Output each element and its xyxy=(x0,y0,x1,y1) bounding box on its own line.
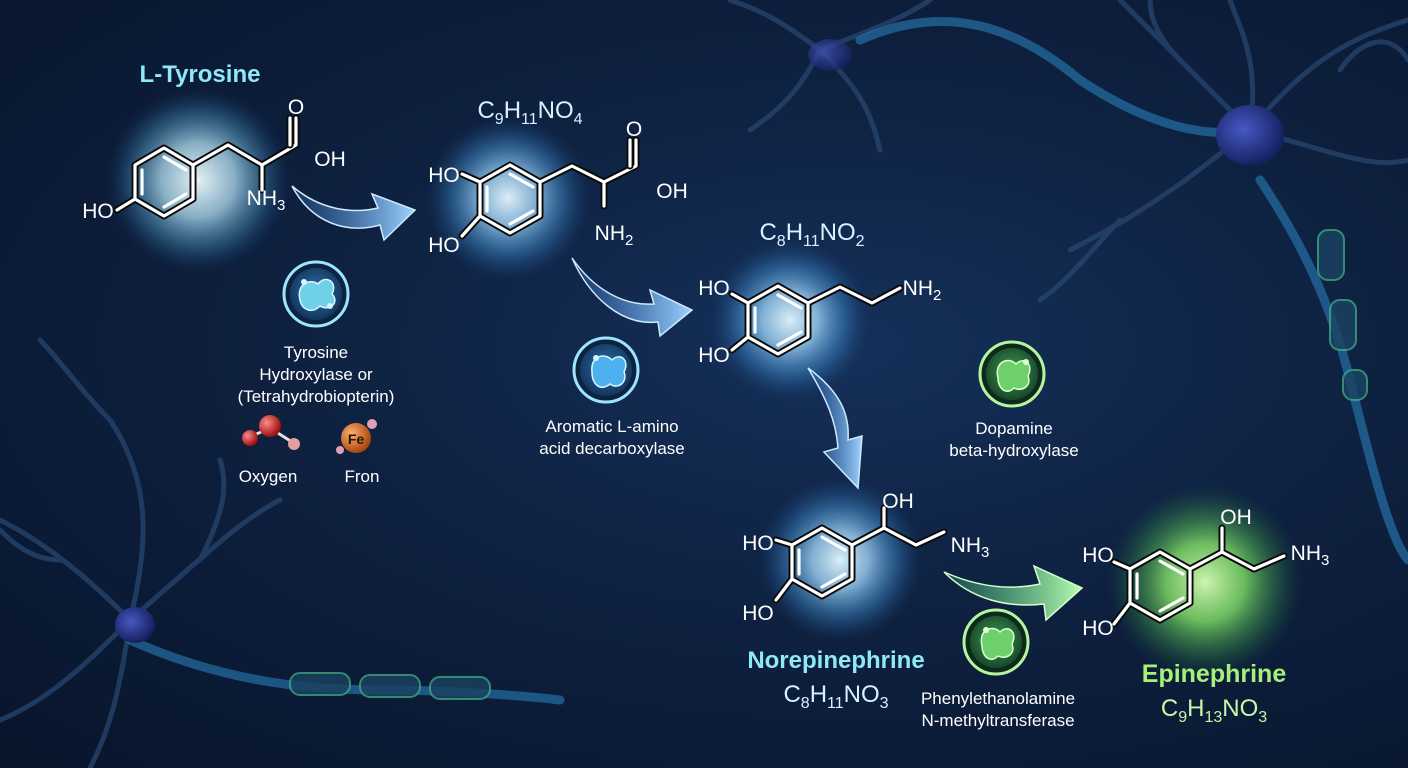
structure: OH HO HO NH3 xyxy=(742,490,989,625)
enzyme-label-line: acid decarboxylase xyxy=(539,439,685,458)
enzyme-protein-icon xyxy=(572,336,640,404)
cofactor-oxygen: Oxygen xyxy=(239,415,300,486)
atom-nh2: NH2 xyxy=(595,222,634,249)
atom-ho: HO xyxy=(1082,544,1114,567)
molecule-norepinephrine: OH HO HO NH3 Norepinephrine C8H11NO3 xyxy=(742,490,989,712)
epinephrine-glow xyxy=(1107,484,1303,680)
cofactor-iron: Fe Fron xyxy=(336,419,379,486)
enzyme-label-line: N-methyltransferase xyxy=(921,711,1074,730)
molecule-formula: C8H11NO3 xyxy=(783,681,888,712)
enzyme-tyrosine-hydroxylase: Tyrosine Hydroxylase or (Tetrahydrobiopt… xyxy=(238,260,395,406)
arrow-tyrosine-to-ldopa xyxy=(291,185,417,242)
enzyme-label-line: (Tetrahydrobiopterin) xyxy=(238,387,395,406)
atom-ho: HO xyxy=(428,234,460,257)
atom-ho: HO xyxy=(428,164,460,187)
enzyme-label-line: Tyrosine xyxy=(284,343,348,362)
atom-oh: OH xyxy=(656,180,688,203)
arrow-norepinephrine-to-epinephrine xyxy=(943,564,1084,622)
atom-nh3: NH3 xyxy=(1291,542,1330,569)
atom-ho: HO xyxy=(742,532,774,555)
arrow-dopamine-to-norepinephrine xyxy=(807,367,863,490)
molecule-title: Norepinephrine xyxy=(747,647,924,674)
oxygen-molecule-icon xyxy=(242,415,300,450)
molecule-dopamine: C8H11NO2 HO HO NH2 xyxy=(698,219,941,367)
arrow-ldopa-to-dopamine xyxy=(571,257,694,338)
atom-ho: HO xyxy=(698,344,730,367)
molecule-formula: C9H13NO3 xyxy=(1161,695,1267,726)
cofactor-label: Oxygen xyxy=(239,467,298,486)
enzyme-aadc: Aromatic L-amino acid decarboxylase xyxy=(539,336,685,458)
atom-ho: HO xyxy=(1082,617,1114,640)
ldopa-glow xyxy=(426,116,590,280)
atom-nh3: NH3 xyxy=(951,534,990,561)
atom-ho: HO xyxy=(742,602,774,625)
atom-o: O xyxy=(626,118,642,141)
enzyme-protein-icon xyxy=(962,608,1030,676)
enzyme-label-line: Phenylethanolamine xyxy=(921,689,1075,708)
atom-nh3: NH3 xyxy=(247,187,286,214)
atom-ho: HO xyxy=(82,200,114,223)
molecule-formula: C9H11NO4 xyxy=(477,97,582,128)
atom-ho: HO xyxy=(698,277,730,300)
cofactor-label: Fron xyxy=(345,467,380,486)
molecule-epinephrine: OH HO HO NH3 Epinephrine C9H13NO3 xyxy=(1082,506,1329,726)
atom-oh: OH xyxy=(1220,506,1252,529)
iron-atom-icon: Fe xyxy=(336,419,377,454)
molecule-l-tyrosine: L-Tyrosine O OH HO NH3 xyxy=(82,61,346,223)
structure: O OH HO NH3 xyxy=(82,96,346,223)
tyrosine-glow xyxy=(106,88,290,272)
atom-oh: OH xyxy=(314,148,346,171)
svg-text:Fe: Fe xyxy=(348,431,365,447)
enzyme-dbh: Dopamine beta-hydroxylase xyxy=(949,340,1079,460)
molecule-title: Epinephrine xyxy=(1142,660,1287,688)
enzyme-label-line: Dopamine xyxy=(975,419,1053,438)
structure: O OH HO HO NH2 xyxy=(428,118,688,257)
enzyme-label-line: beta-hydroxylase xyxy=(949,441,1078,460)
enzyme-protein-icon xyxy=(978,340,1046,408)
enzyme-protein-icon xyxy=(282,260,350,328)
atom-nh2: NH2 xyxy=(903,277,942,304)
enzyme-label-line: Aromatic L-amino xyxy=(545,417,678,436)
structure: OH HO HO NH3 xyxy=(1082,506,1329,640)
enzyme-label-line: Hydroxylase or xyxy=(259,365,373,384)
molecule-formula: C8H11NO2 xyxy=(759,219,864,250)
dopamine-glow xyxy=(710,240,870,400)
axon-icon xyxy=(289,229,1368,700)
atom-o: O xyxy=(288,96,304,119)
atom-oh: OH xyxy=(882,490,914,513)
structure: HO HO NH2 xyxy=(698,277,941,367)
molecule-title: L-Tyrosine xyxy=(140,61,261,88)
molecule-l-dopa: C9H11NO4 O OH HO HO NH2 xyxy=(428,97,688,257)
enzyme-pnmt: Phenylethanolamine N-methyltransferase xyxy=(921,608,1075,730)
